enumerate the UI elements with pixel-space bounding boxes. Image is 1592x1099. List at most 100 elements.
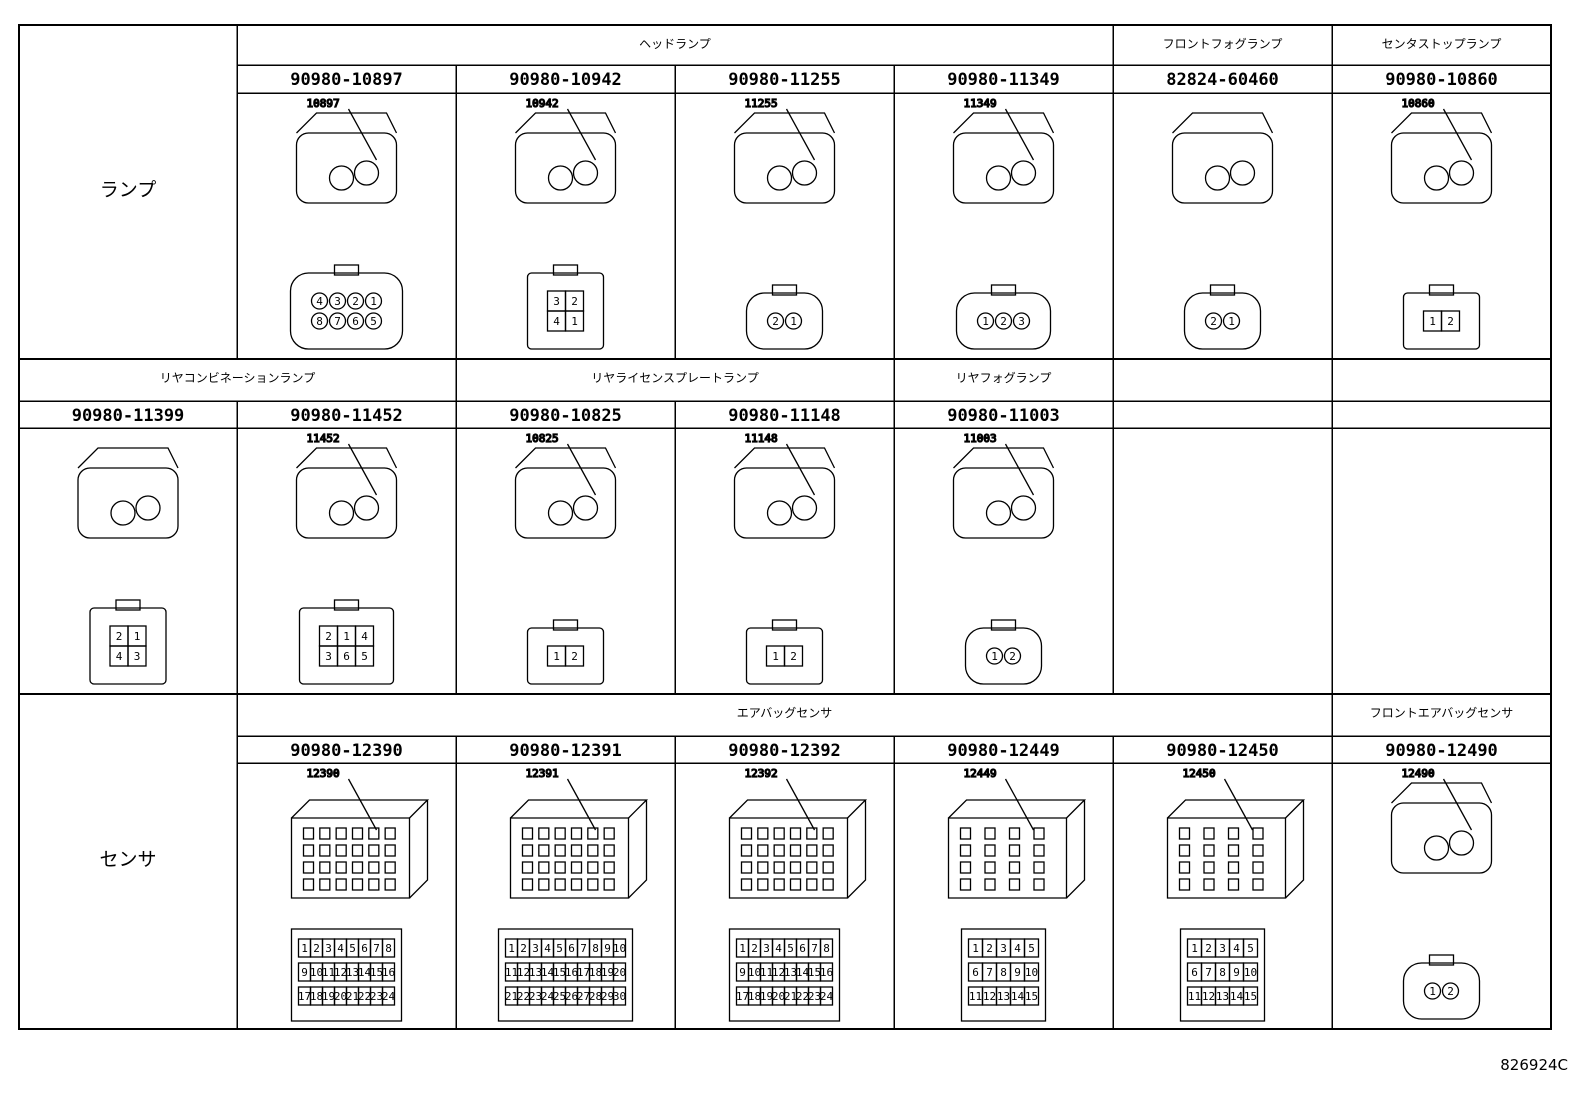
cavity: [789, 844, 802, 857]
cavity: [319, 878, 331, 891]
connector-top: [1167, 799, 1306, 899]
cavity: [1227, 878, 1240, 891]
pin-number: 20: [772, 990, 785, 1003]
pin-number: 11: [322, 966, 335, 979]
pin-number: 5: [349, 942, 356, 955]
connector-face: [290, 928, 403, 1022]
pin-number: 6: [361, 942, 368, 955]
cavity: [773, 861, 785, 874]
pin-cavity: [381, 962, 396, 982]
connector-body: [295, 467, 398, 539]
pin-cavity: [1242, 962, 1259, 982]
pin-number: 5: [787, 942, 794, 955]
pin-number: 1: [508, 942, 515, 955]
cavity: [984, 878, 996, 891]
pin-number: 8: [316, 315, 323, 328]
leader-line: [1442, 778, 1473, 831]
connector-body: [952, 132, 1055, 204]
pin-number: 5: [556, 942, 563, 955]
connector-face: [298, 607, 395, 685]
pin-number: 9: [739, 966, 746, 979]
cavity: [368, 844, 380, 857]
latch: [1428, 284, 1455, 296]
pin-number: 9: [1014, 966, 1021, 979]
terminal-opening: [766, 500, 793, 526]
part-number: 90980-11255: [728, 70, 841, 90]
cavity: [789, 827, 802, 840]
cavity: [1033, 878, 1045, 891]
pin-number: 10: [613, 942, 626, 955]
connector-body: [290, 817, 411, 899]
connector-face: [289, 272, 404, 350]
cavity: [806, 844, 818, 857]
connector-face: [526, 272, 605, 350]
connector-body: [295, 132, 398, 204]
group-header: リヤライセンスプレートランプ: [591, 371, 758, 385]
pin-number: 6: [568, 942, 575, 955]
pin-number: 28: [589, 990, 602, 1003]
cavity: [302, 827, 315, 840]
pin-number: 13: [1216, 990, 1229, 1003]
connector-body: [1171, 132, 1274, 204]
cavity: [757, 844, 769, 857]
pin-number: 6: [1191, 966, 1198, 979]
pin-number: 12: [1202, 990, 1215, 1003]
pin-number: 2: [1447, 315, 1454, 328]
pin-number: 1: [301, 942, 308, 955]
leader-line: [566, 778, 597, 831]
callout-label: 10942: [526, 97, 559, 110]
latch: [1209, 284, 1236, 296]
connector-top: [515, 112, 617, 134]
pin-cavity: [1242, 938, 1259, 958]
connector-face: [89, 607, 167, 685]
pin-number: 1: [772, 650, 779, 663]
cavity: [959, 844, 972, 857]
callout-label: 10897: [307, 97, 340, 110]
pin-cavity: [346, 312, 365, 330]
pin-number: 12: [334, 966, 347, 979]
pin-cavity: [381, 986, 396, 1006]
cavity: [351, 844, 364, 857]
pin-number: 19: [601, 966, 614, 979]
cavity: [521, 844, 534, 857]
cavity: [773, 878, 785, 891]
part-number: 90980-10942: [509, 70, 622, 90]
pin-number: 7: [1205, 966, 1212, 979]
pin-number: 14: [796, 966, 810, 979]
terminal-opening: [328, 500, 355, 526]
pin-number: 6: [799, 942, 806, 955]
cavity: [1252, 878, 1264, 891]
cavity: [757, 827, 769, 840]
pin-number: 9: [604, 942, 611, 955]
pin-number: 11: [760, 966, 773, 979]
leader-line: [1223, 778, 1254, 831]
terminal-opening: [1204, 165, 1231, 191]
connector-top: [953, 112, 1055, 134]
pin-cavity: [127, 645, 147, 667]
connector-top: [729, 799, 868, 899]
pin-number: 23: [529, 990, 542, 1003]
pin-number: 4: [544, 942, 551, 955]
pin-cavity: [1423, 982, 1442, 1000]
connector-face: [745, 292, 824, 350]
callout-label: 12490: [1402, 767, 1435, 780]
cavity: [554, 827, 566, 840]
part-number: 90980-10860: [1385, 70, 1498, 90]
pin-number: 20: [613, 966, 626, 979]
cavity: [1033, 861, 1045, 874]
pin-number: 1: [1429, 315, 1436, 328]
pin-number: 3: [553, 295, 560, 308]
cavity: [538, 861, 550, 874]
cavity: [335, 861, 347, 874]
part-number: 90980-10897: [290, 70, 403, 90]
row-label: ランプ: [100, 179, 156, 201]
terminal-opening: [353, 160, 380, 186]
pin-number: 4: [116, 650, 123, 663]
latch: [333, 599, 360, 611]
